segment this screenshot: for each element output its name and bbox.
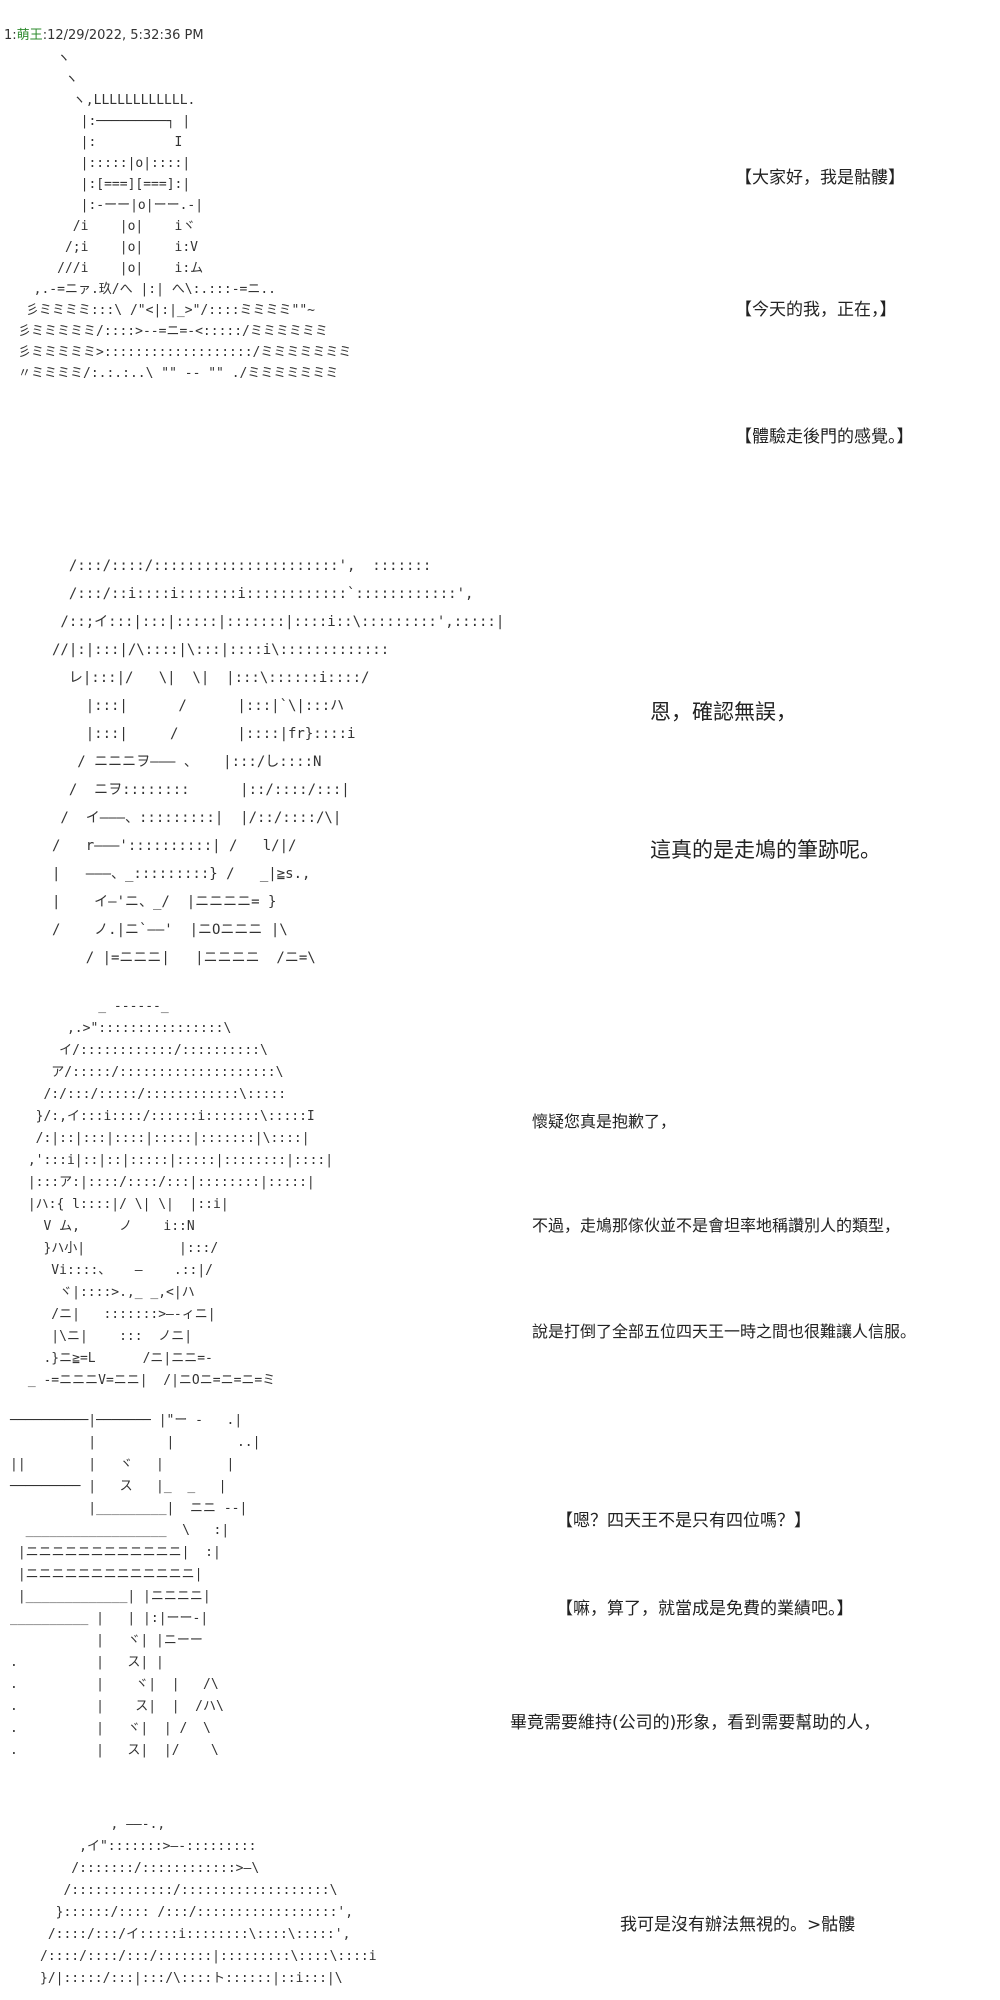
ascii-art-building: ──────────|─────── |"ー - .| | | ..| || |… — [10, 1413, 261, 1758]
dialogue-line: 【嘛，算了，就當成是免費的業績吧。】 — [556, 1599, 854, 1619]
dialogue-line: 【嗯？四天王不是只有四位嗎？】 — [556, 1511, 811, 1531]
dialogue-line: 【大家好，我是骷髏】 — [735, 168, 905, 188]
ascii-art-character-reading: /:::/::::/::::::::::::::::::::::', :::::… — [52, 558, 505, 966]
post-header: 1:萌王:12/29/2022, 5:32:36 PM — [4, 24, 204, 43]
ascii-art-character-back: , ――-., ,イ":::::::>―-::::::::: /:::::::/… — [40, 1817, 377, 1986]
author-name[interactable]: 萌王 — [16, 28, 43, 43]
dialogue-line: 【今天的我，正在，】 — [735, 300, 897, 320]
dialogue-line: 【體驗走後門的感覺。】 — [735, 427, 914, 447]
dialogue-line: 畢竟需要維持(公司的)形象，看到需要幫助的人， — [510, 1713, 881, 1733]
dialogue-line: 恩，確認無誤， — [650, 700, 797, 724]
post-separator: : — [12, 28, 17, 43]
ascii-art-skeleton: ヽ ヽ ヽ,LLLLLLLLLLLL. |:─────────┐ | |: I … — [18, 51, 352, 381]
dialogue-line: 這真的是走鳩的筆跡呢。 — [650, 838, 881, 862]
post-number: 1 — [4, 28, 13, 43]
dialogue-line: 我可是沒有辦法無視的。>骷髏 — [620, 1915, 856, 1935]
ascii-art-character-face: _ -‐‐-‐-_ ,.>"::::::::::::::::\ イ/::::::… — [27, 999, 334, 1388]
post-timestamp: :12/29/2022, 5:32:36 PM — [42, 28, 204, 43]
dialogue-line: 說是打倒了全部五位四天王一時之間也很難讓人信服。 — [532, 1322, 917, 1341]
dialogue-line: 不過，走鳩那傢伙並不是會坦率地稱讚別人的類型， — [532, 1216, 901, 1235]
dialogue-line: 懷疑您真是抱歉了， — [532, 1112, 677, 1131]
